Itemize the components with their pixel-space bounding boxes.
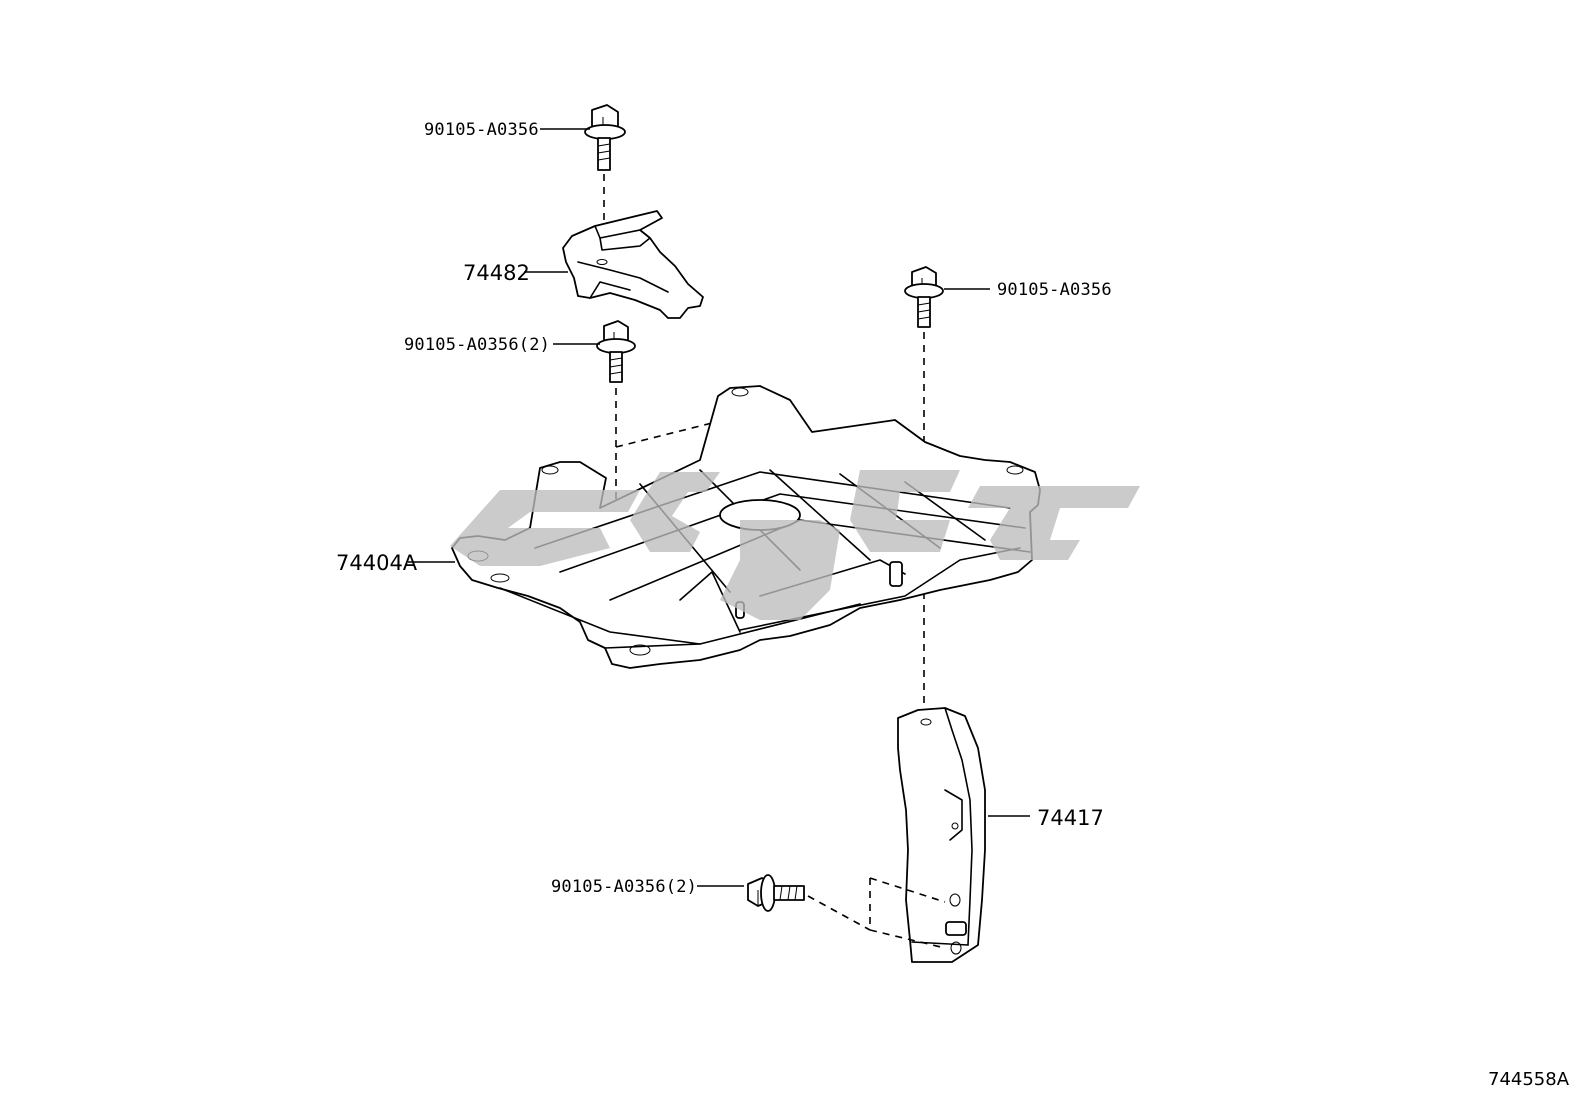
label-bolt-top[interactable]: 90105-A0356: [424, 120, 539, 140]
bracket-upper-74482[interactable]: [562, 210, 704, 319]
label-bolt-bottom[interactable]: 90105-A0356(2): [551, 877, 697, 897]
bolt-bottom[interactable]: [747, 874, 805, 912]
label-bolt-upper-right[interactable]: 90105-A0356: [997, 280, 1112, 300]
bracket-lower-74417[interactable]: [897, 707, 986, 963]
reference-code: 744558A: [1488, 1069, 1570, 1090]
bolt-upper-right[interactable]: [904, 266, 944, 328]
bolt-mid-left[interactable]: [596, 320, 636, 383]
label-bracket-lower[interactable]: 74417: [1037, 806, 1104, 830]
watermark-logo: [450, 470, 1140, 620]
axis-bolt-bottom: [807, 895, 871, 931]
label-bolt-mid-left[interactable]: 90105-A0356(2): [404, 335, 550, 355]
label-tray[interactable]: 74404A: [336, 551, 418, 575]
label-bracket-upper[interactable]: 74482: [463, 261, 530, 285]
bolt-top[interactable]: [584, 104, 626, 171]
